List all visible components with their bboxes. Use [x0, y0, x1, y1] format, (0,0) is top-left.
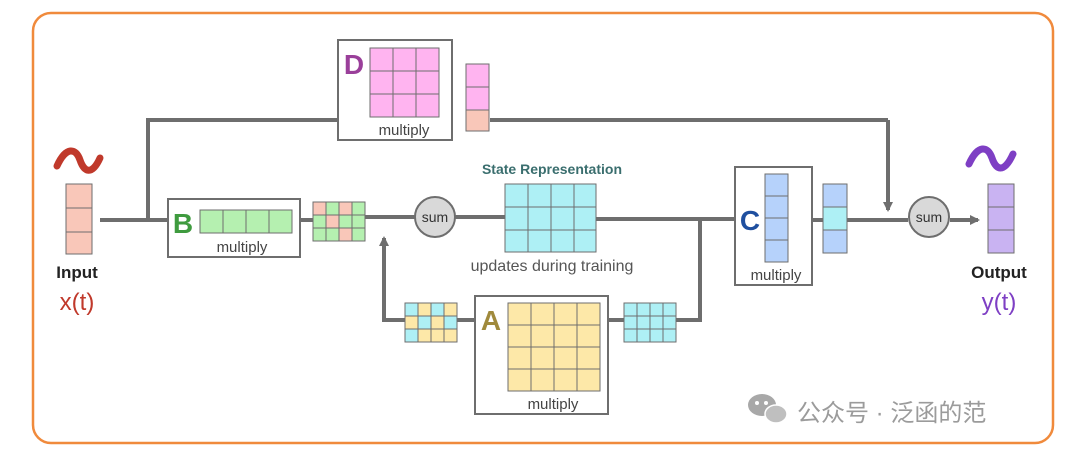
- d-caption: multiply: [379, 122, 430, 139]
- b-caption: multiply: [217, 239, 268, 256]
- d-output-vector: [465, 63, 490, 132]
- output-vector: [987, 183, 1015, 254]
- sum-node-right: [908, 196, 950, 238]
- state-matrix: [504, 183, 597, 253]
- state-title: State Representation: [482, 161, 622, 177]
- c-letter: C: [740, 205, 760, 236]
- sum-right-label: sum: [916, 209, 942, 225]
- input-vector: [65, 183, 93, 255]
- a-caption: multiply: [528, 396, 579, 413]
- input-signal: x(t): [60, 289, 95, 316]
- state-caption: updates during training: [471, 258, 634, 275]
- watermark-text: 公众号 · 泛函的范: [797, 400, 986, 427]
- output-wave-icon: [965, 145, 1017, 172]
- a-output-matrix: [404, 302, 458, 343]
- a-letter: A: [481, 305, 501, 336]
- a-input-matrix: [623, 302, 677, 343]
- wechat-icon: [748, 394, 788, 424]
- b-matrix: [199, 209, 293, 234]
- output-signal: y(t): [982, 289, 1017, 316]
- b-output-matrix: [312, 201, 366, 242]
- sum-left-label: sum: [422, 209, 448, 225]
- b-letter: B: [173, 208, 193, 239]
- d-matrix: [369, 47, 440, 118]
- sum-node-left: [414, 196, 456, 238]
- output-title: Output: [971, 263, 1027, 282]
- c-caption: multiply: [751, 267, 802, 284]
- d-letter: D: [344, 49, 364, 80]
- input-title: Input: [56, 263, 98, 282]
- c-matrix: [764, 173, 789, 263]
- a-matrix: [507, 302, 601, 392]
- signal-lines: [100, 118, 980, 322]
- input-wave-icon: [53, 147, 104, 174]
- c-output-vector: [822, 183, 848, 254]
- watermark: 公众号 · 泛函的范: [748, 394, 986, 427]
